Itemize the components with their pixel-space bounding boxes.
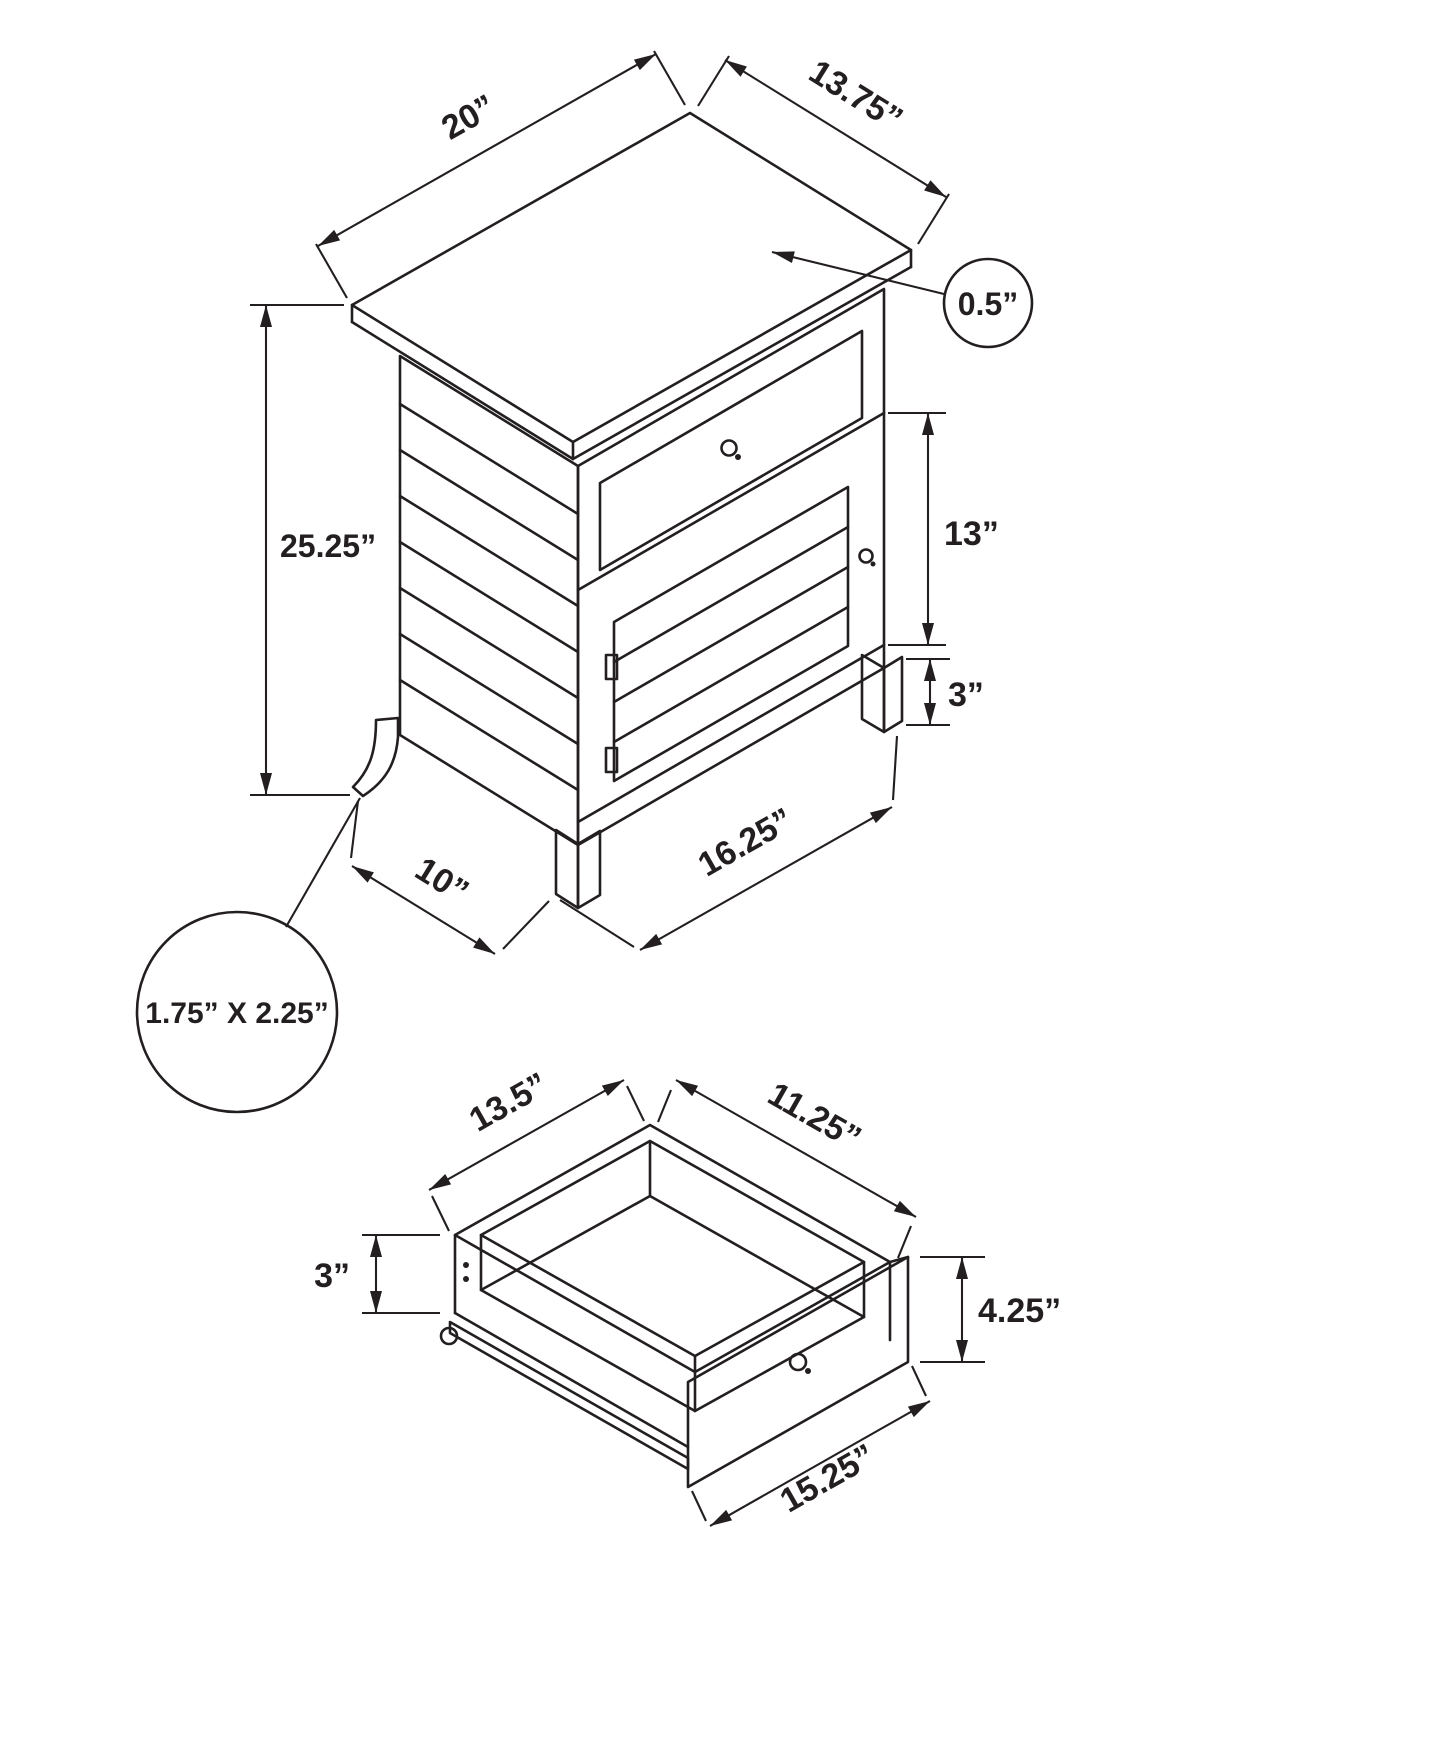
dimension-arrow: [675, 1079, 917, 1218]
dim-label-top-thickness: 0.5”: [958, 286, 1018, 322]
slat-line: [398, 448, 580, 562]
extension-line: [897, 1225, 912, 1259]
dim-label-base-width: 16.25”: [692, 801, 800, 884]
callout-leg-size: 1.75” X 2.25”: [135, 797, 361, 1114]
dim-label-drawer-front-width: 15.25”: [774, 1437, 882, 1520]
dim-base-depth: 10”: [349, 800, 550, 955]
extension-line: [502, 900, 550, 950]
front-leg-right-face: [576, 829, 602, 910]
slat-line: [398, 632, 580, 746]
dimension-arrow: [709, 1400, 931, 1527]
dim-label-top-width: 20”: [435, 87, 501, 147]
door-slat-line: [612, 565, 850, 704]
door-outline: [612, 485, 850, 783]
dim-label-drawer-width: 11.25”: [762, 1075, 868, 1158]
slat-line: [398, 402, 580, 516]
callout-circle: [135, 910, 339, 1114]
extension-line: [697, 55, 730, 107]
dim-drawer-front-width: 15.25”: [691, 1365, 931, 1527]
slat-line: [398, 678, 580, 792]
dimension-arrow: [428, 1079, 625, 1191]
dim-drawer-front-height: 4.25”: [920, 1255, 1061, 1364]
drawer-screw-dot: [463, 1262, 469, 1268]
dimension-arrow: [351, 865, 496, 955]
extension-line: [911, 1365, 927, 1397]
side-panel: [398, 354, 580, 847]
extension-line: [653, 50, 686, 106]
dimension-arrow: [724, 59, 947, 198]
dim-door-height: 13”: [888, 411, 999, 647]
extension-line: [626, 1085, 645, 1122]
dim-leg-height: 3”: [906, 657, 984, 727]
drawer-knob-dot: [735, 454, 741, 460]
dim-label-door-height: 13”: [944, 515, 999, 553]
extension-line: [657, 1089, 672, 1123]
front-face-outline: [576, 287, 886, 847]
drawer-divider-line: [576, 411, 886, 592]
dim-label-height: 25.25”: [280, 528, 376, 564]
extension-line: [691, 1490, 707, 1522]
dim-top-width: 20”: [315, 50, 686, 299]
drawer-rim-outer: [453, 1123, 892, 1374]
leader-line: [285, 797, 361, 928]
extension-line: [431, 1195, 450, 1232]
drawer-slide-rail: [448, 1320, 690, 1471]
door-knob-dot: [870, 561, 876, 567]
right-leg-right-face: [882, 655, 904, 734]
door-hinge: [604, 746, 619, 774]
right-leg-left-face: [860, 653, 886, 734]
drawer-side-bottom-edge: [453, 1311, 690, 1449]
nightstand-drawing: [350, 111, 913, 910]
dim-label-leg-height: 3”: [948, 676, 984, 714]
dimension-arrow: [317, 53, 657, 247]
tabletop-surface: [350, 111, 913, 444]
dim-drawer-side-height: 3”: [314, 1233, 440, 1315]
dim-label-drawer-front-height: 4.25”: [978, 1292, 1061, 1330]
bottom-rail-line: [576, 643, 886, 824]
front-leg-left-face: [554, 828, 580, 910]
dim-label-base-depth: 10”: [408, 850, 475, 911]
dim-drawer-depth: 13.5”: [428, 1065, 645, 1232]
callout-circle: [942, 257, 1034, 349]
dim-label-drawer-side-height: 3”: [314, 1257, 350, 1295]
drawer-front-outline: [598, 329, 864, 572]
dim-base-width: 16.25”: [559, 735, 899, 951]
extension-line: [349, 800, 360, 859]
dimension-arrow: [639, 806, 893, 951]
tabletop-edge: [571, 265, 913, 461]
door-hinge: [604, 653, 619, 681]
dim-label-top-depth: 13.75”: [802, 53, 909, 139]
drawer-panel-knob: [788, 1352, 808, 1372]
extension-line: [315, 243, 348, 299]
tabletop-edge: [350, 320, 575, 461]
dim-label-leg-size: 1.75” X 2.25”: [145, 997, 328, 1030]
legs: [351, 653, 904, 910]
dim-height: 25.25”: [250, 303, 376, 797]
drawer-panel-knob-dot: [805, 1368, 811, 1374]
drawer-front-panel: [686, 1255, 910, 1489]
slat-line: [398, 586, 580, 700]
front-face: [576, 287, 886, 847]
dim-top-depth: 13.75”: [697, 53, 950, 245]
slat-line: [398, 494, 580, 608]
extension-line: [891, 735, 899, 801]
door-slat-line: [612, 605, 850, 744]
extension-line: [917, 193, 950, 245]
tabletop: [350, 111, 913, 461]
drawer-roller-wheel: [439, 1326, 459, 1346]
nightstand-dimensions: 20” 13.75” 0.5” 25.25”: [135, 50, 1034, 1114]
door-knob: [858, 548, 874, 564]
door-slat-line: [612, 525, 850, 664]
callout-top-thickness: 0.5”: [771, 250, 1034, 349]
drawer-drawing: [439, 1123, 910, 1489]
leader-arrow: [771, 250, 945, 296]
rear-left-leg: [351, 716, 400, 798]
drawer-screw-dot: [463, 1276, 469, 1282]
extension-line: [559, 899, 635, 948]
slat-line: [398, 540, 580, 654]
drawer-knob: [720, 439, 738, 457]
